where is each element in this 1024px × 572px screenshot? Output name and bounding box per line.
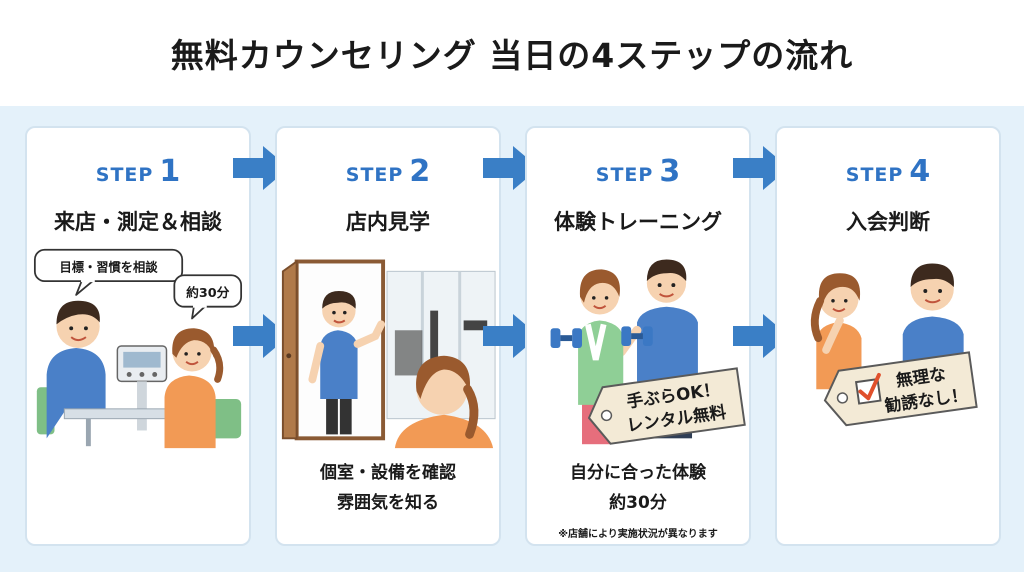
no-pressure-tag: 無理な 勧誘なし！	[823, 351, 978, 427]
step-1-label: STEP 1	[27, 154, 249, 189]
customer-woman-figure	[164, 328, 224, 449]
speech-bubble-left: 目標・習慣を相談	[33, 248, 184, 296]
speech-bubble-right: 約30分	[173, 274, 243, 320]
step-4-word: STEP	[845, 164, 904, 186]
consultation-illustration: 目標・習慣を相談 約30分	[33, 248, 243, 449]
step-2-caption-line1: 個室・設備を確認	[320, 463, 456, 483]
trial-training-illustration: 手ぶらOK！ レンタル無料	[550, 259, 746, 445]
step-2-word: STEP	[345, 164, 404, 186]
bubble-left-text: 目標・習慣を相談	[59, 259, 158, 274]
facility-tour-illustration	[281, 259, 496, 449]
step-1-title: 来店・測定＆相談	[54, 210, 222, 234]
page-title: 無料カウンセリング 当日の4ステップの流れ	[170, 36, 854, 75]
step-3-number: 3	[659, 154, 681, 189]
step-3-caption-line1: 自分に合った体験	[570, 463, 706, 483]
step-4-title: 入会判断	[846, 210, 930, 234]
step-card-2: STEP 2 店内見学	[275, 126, 501, 546]
decision-illustration: 無理な 勧誘なし！	[810, 263, 978, 427]
step-card-1: STEP 1 来店・測定＆相談 目標・習慣を相談 約30分	[25, 126, 251, 546]
steps-area: STEP 1 来店・測定＆相談 目標・習慣を相談 約30分	[0, 106, 1024, 572]
checkbox-check-icon	[854, 373, 882, 405]
step-2-caption-line2: 雰囲気を知る	[337, 493, 439, 513]
trainee-woman-figure	[578, 269, 624, 445]
step-3-word: STEP	[595, 164, 654, 186]
step-2-title: 店内見学	[346, 210, 430, 234]
step-2-label: STEP 2	[277, 154, 499, 189]
guide-staff-figure	[308, 290, 386, 435]
body-composition-scale-icon	[116, 345, 168, 431]
dumbbell-icon	[621, 326, 653, 346]
bubble-right-text: 約30分	[186, 285, 229, 301]
step-3-note: ※店舗により実施状況が異なります	[558, 529, 718, 540]
staff-man-figure	[46, 300, 106, 439]
step-card-3: STEP 3 体験トレーニング	[525, 126, 751, 546]
step-4-number: 4	[909, 154, 931, 189]
step-card-4: STEP 4 入会判断	[775, 126, 1001, 546]
step-3-label: STEP 3	[527, 154, 749, 189]
visitor-woman-figure	[394, 355, 494, 449]
dumbbell-icon	[550, 328, 583, 348]
step-1-number: 1	[159, 154, 181, 189]
step-1-word: STEP	[95, 164, 154, 186]
step-3-title: 体験トレーニング	[554, 210, 722, 234]
step-4-label: STEP 4	[777, 154, 999, 189]
step-3-caption-line2: 約30分	[609, 493, 667, 513]
step-2-number: 2	[409, 154, 431, 189]
free-rental-tag: 手ぶらOK！ レンタル無料	[587, 367, 746, 445]
